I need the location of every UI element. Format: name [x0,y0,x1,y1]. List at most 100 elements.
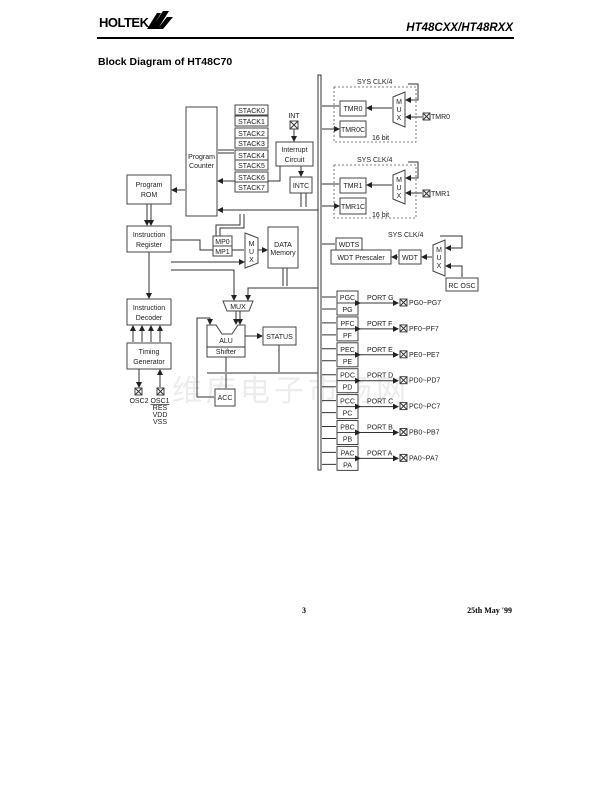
stack-level-box [234,137,269,149]
logo-text: HOLTEK [99,15,149,30]
interrupt-circuit-label-2: Circuit [285,157,305,164]
port-bus-arrow [322,348,336,362]
wire [405,83,419,103]
timer0-width-label: 16 bit [372,135,389,142]
port-name-label: PORT D [367,373,393,380]
interrupt-circuit-label-1: Interrupt [281,147,307,154]
timer0-group [333,86,417,143]
timer0-mux-x: X [397,115,402,122]
tmr0c-box [339,120,367,138]
tmr0-pin-label: TMR0 [431,114,450,121]
tmr1-label: TMR1 [343,183,362,190]
port-bus-arrow [322,322,336,336]
instruction-decoder-box [126,298,172,326]
port-name-label: PORT F [367,321,392,328]
stack-level-label: STACK2 [238,131,265,138]
data-mux-x: X [249,257,254,264]
osc2-pin-icon [134,387,143,396]
port-pin-icon-cross [399,402,408,410]
holtek-logo-icon [147,11,173,29]
timer0-clk-label: SYS CLK/4 [357,79,393,86]
tmr0-box [339,100,367,117]
wdts-label: WDTS [339,242,360,249]
port-pin-icon-cross [399,454,408,462]
port-name-label: PORT C [367,399,393,406]
rc-osc-box [445,277,479,292]
wdt-prescaler-box [330,249,392,265]
port-bus-arrow [322,296,336,310]
stack-level-box [234,181,269,193]
port-pin-icon-cross [399,350,408,359]
port-data-box [336,354,359,368]
section-heading: Block Diagram of HT48C70 [98,56,233,68]
port-pin-icon-cross [399,298,408,307]
port-data-box [336,328,359,342]
wdt-clk-label: SYS CLK/4 [388,232,424,239]
timer0-mux-m: M [396,99,402,106]
data-memory-box [267,226,299,269]
int-pin-label: INT [288,113,300,120]
tmr1-pin-label: TMR1 [431,191,450,198]
port-pins-label: PG0~PG7 [409,300,441,307]
alu-mux [222,300,254,312]
port-data-label: PA [343,462,352,469]
port-bus-arrow [322,426,336,439]
port-data-label: PB [343,437,353,444]
port-bus-arrow [322,451,336,465]
mp0-label: MP0 [215,239,230,246]
port-data-label: PF [343,333,352,340]
tmr0c-label: TMR0C [341,127,365,134]
footer-date: 25th May '99 [467,606,512,615]
program-counter-box [185,106,218,217]
wdt-mux-u: U [436,255,441,262]
instruction-decoder-label-2: Decoder [136,315,163,322]
data-bus [317,74,322,471]
program-rom-label-2: ROM [141,192,158,199]
timing-generator-label-1: Timing [139,349,160,356]
int-pin-icon [289,120,299,130]
port-pins-label: PE0~PE7 [409,352,440,359]
port-name-label: PORT E [367,347,393,354]
port-pin-icon-cross [399,428,408,436]
status-box [262,326,297,346]
port-name-label: PORT B [367,425,393,432]
port-data-box [336,380,359,394]
timer1-mux-m: M [396,177,402,184]
wdt-prescaler-label: WDT Prescaler [337,255,385,262]
wdt-mux [432,239,446,277]
stack-level-box [234,159,269,171]
timer1-clk-label: SYS CLK/4 [357,157,393,164]
port-data-label: PC [343,411,353,418]
port-pin-icon-cross [399,324,408,333]
instruction-decoder-label-1: Instruction [133,305,165,312]
program-counter-label-2: Counter [189,163,215,170]
port-pins-label: PD0~PD7 [409,378,440,385]
data-mux-m: M [249,241,255,248]
mp1-box [212,245,233,257]
stack-level-label: STACK3 [238,141,265,148]
stack-level-label: STACK6 [238,175,265,182]
port-control-label: PCC [340,399,355,406]
stack-level-label: STACK4 [238,153,265,160]
wire [445,263,463,277]
timer0-mux-u: U [396,107,401,114]
timer1-mux-x: X [397,193,402,200]
stack-level-box [234,115,269,127]
wire [405,161,419,181]
rc-osc-label: RC OSC [448,283,475,290]
program-rom-box [126,174,172,205]
alu-label: ALU [219,338,233,345]
instruction-register-label-1: Instruction [133,232,165,239]
wire [219,214,245,236]
intc-box [289,176,313,194]
data-memory-label-2: Memory [270,250,296,257]
port-control-label: PEC [340,347,354,354]
acc-feedback [196,317,214,398]
vdd-label: VDD [153,412,168,419]
data-mux [244,232,259,269]
tmr0-pin-icon [422,112,431,121]
port-data-box [336,432,359,445]
port-bus-arrow [322,374,336,388]
osc1-label: OSC1 [150,398,169,405]
